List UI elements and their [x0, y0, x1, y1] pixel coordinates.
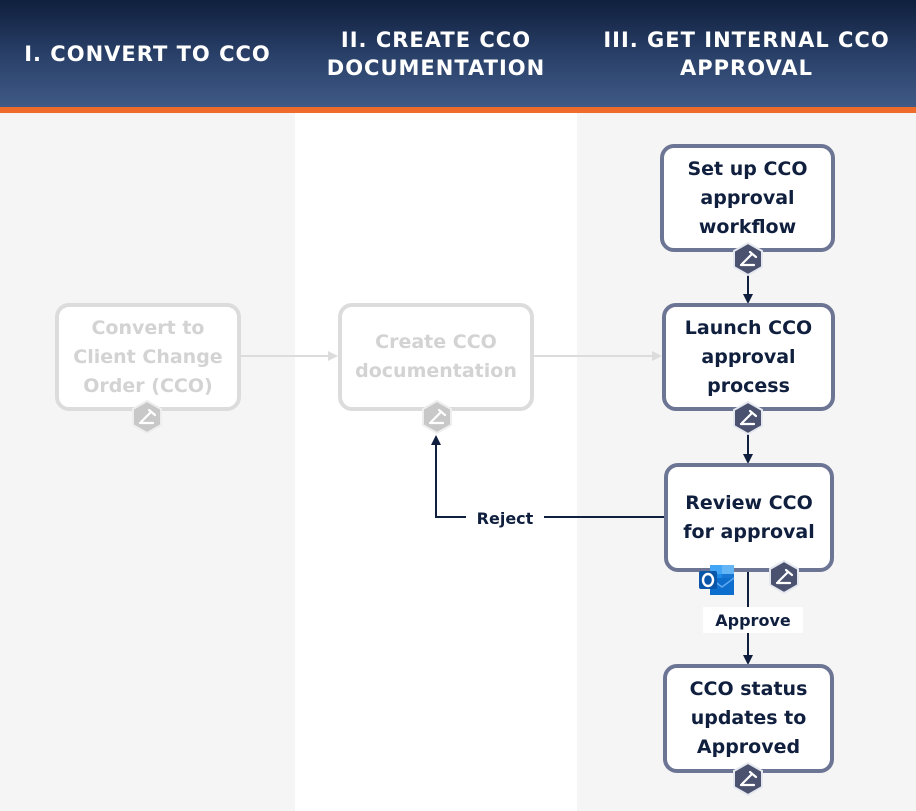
- hexagon-step-icon: [767, 560, 801, 594]
- node-review-cco-for-approval: Review CCO for approval: [664, 463, 834, 572]
- hexagon-step-icon: [130, 400, 164, 434]
- node-create-cco-documentation: Create CCO documentation: [338, 303, 534, 411]
- edge-label-approve: Approve: [703, 607, 803, 633]
- edge-label-reject: Reject: [466, 505, 544, 531]
- header-accent-stripe: [0, 107, 916, 113]
- edge-review-reject-to-create: [431, 435, 664, 518]
- node-cco-status-approved: CCO status updates to Approved: [663, 664, 834, 773]
- hexagon-step-icon: [420, 400, 454, 434]
- column-title-convert: I. CONVERT TO CCO: [24, 41, 271, 66]
- hexagon-step-icon: [731, 762, 765, 796]
- column-title-create-documentation: II. CREATE CCO DOCUMENTATION: [326, 27, 546, 80]
- node-setup-approval-workflow: Set up CCO approval workflow: [660, 144, 835, 252]
- node-convert-to-cco: Convert to Client Change Order (CCO): [55, 303, 241, 411]
- hexagon-step-icon: [731, 401, 765, 435]
- hexagon-step-icon: [731, 242, 765, 276]
- node-launch-approval-process: Launch CCO approval process: [662, 303, 835, 411]
- header-bar: [0, 0, 916, 107]
- outlook-icon: [698, 562, 736, 598]
- column-title-internal-approval: III. GET INTERNAL CCO APPROVAL: [603, 27, 890, 80]
- lane-convert: [0, 113, 295, 811]
